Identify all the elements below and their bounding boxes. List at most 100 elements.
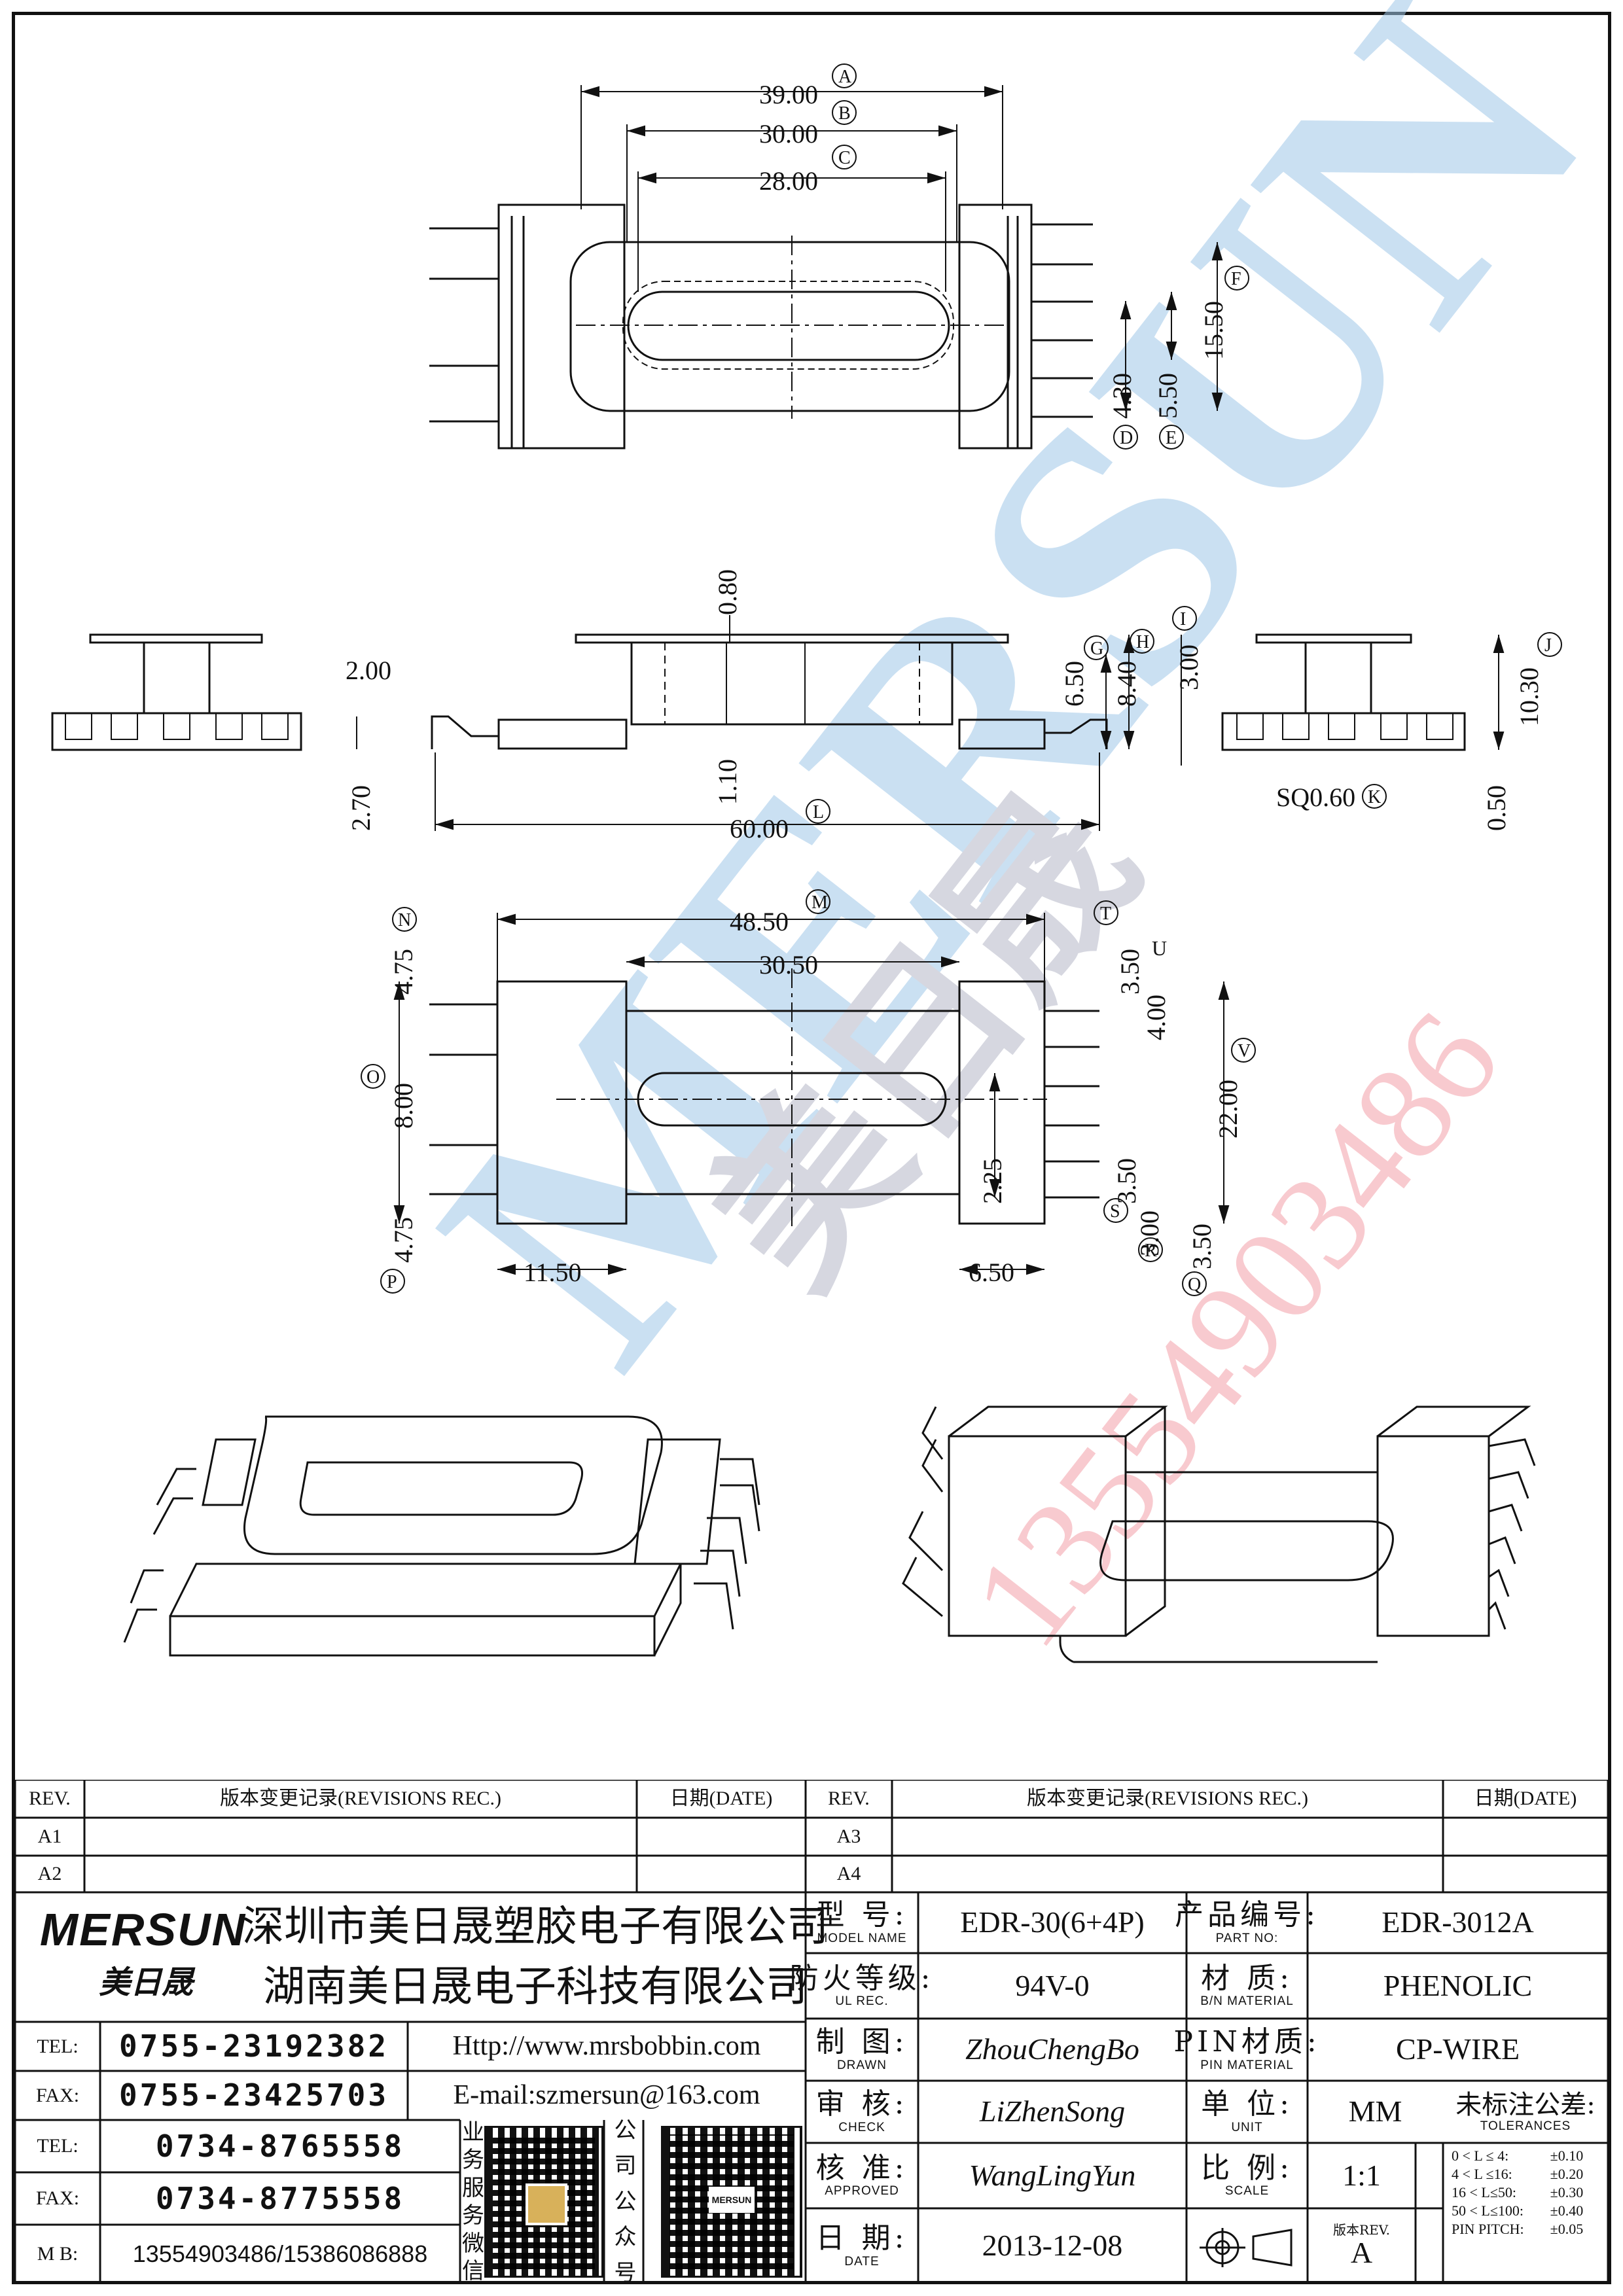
marker-R: R [1138,1237,1163,1262]
marker-J: J [1537,632,1562,657]
tol-value-4: ±0.40 [1550,2202,1584,2219]
unit-value: MM [1348,2094,1402,2128]
technical-drawing: MERSUN 美日晟 13554903486 [51,0,1623,1674]
dim-Q: 3.50 [1187,1224,1217,1269]
dim-F: 15.50 [1199,301,1228,360]
side-view [51,615,1505,831]
svg-text:J: J [1544,635,1552,656]
marker-U: U [1152,936,1167,960]
isometric-view-right [902,1405,1536,1663]
rev-record-header-left: 版本变更记录(REVISIONS REC.) [219,1788,501,1810]
projection-symbol-icon [1200,2225,1298,2270]
svg-text:O: O [366,1067,380,1087]
dim-N: 4.75 [389,949,418,995]
dim-C: 28.00 [759,166,818,196]
tol-value-3: ±0.30 [1550,2184,1584,2200]
svg-text:B: B [838,103,851,124]
contact-label-mobile: M B: [37,2243,79,2265]
tol-value-5: ±0.05 [1550,2221,1584,2237]
contact-label-fax-2: FAX: [35,2187,80,2210]
svg-text:P: P [387,1272,397,1292]
dim-K: SQ0.60 [1276,783,1355,812]
rev-record-header-right: 版本变更记录(REVISIONS REC.) [1026,1788,1308,1810]
company-website[interactable]: Http://www.mrsbobbin.com [452,2031,761,2062]
marker-E: E [1159,425,1184,450]
company-logo: MERSUN [39,1904,247,1956]
marker-L: L [806,799,830,824]
public-account-label: 公司公众号 [614,2117,637,2286]
rev-row-a2: A2 [37,1863,62,1885]
dim-B: 30.00 [759,119,818,149]
dim-6-50: 6.50 [969,1258,1014,1287]
marker-F: F [1224,266,1249,291]
business-wechat-label: 业务服务微信 [462,2119,484,2285]
marker-I: I [1172,606,1197,631]
svg-text:E: E [1166,428,1177,448]
rev-header-right: REV. [828,1788,870,1810]
rev-row-a4: A4 [836,1863,861,1885]
svg-text:C: C [838,148,851,168]
company-logo-cn: 美日晟 [98,1964,193,2001]
scale-label: 比 例:SCALE [1201,2151,1293,2199]
dim-H: 8.40 [1112,661,1141,707]
material-label: 材 质:B/N MATERIAL [1200,1961,1294,2009]
marker-M: M [806,889,830,914]
rev-row-a3: A3 [836,1826,861,1848]
reference-markers: A B C F D E G H I J K L M N O P T V S R … [361,63,1562,1296]
dim-R: 3.00 [1135,1210,1164,1256]
public-account-qr-icon[interactable]: MERSUN [661,2126,802,2278]
svg-text:I: I [1180,609,1186,629]
tol-value-1: ±0.10 [1550,2147,1584,2164]
dim-M: 48.50 [730,907,789,936]
marker-C: C [832,145,857,169]
svg-text:R: R [1145,1241,1157,1261]
dim-J: 10.30 [1514,667,1544,726]
date-label: 日 期:DATE [815,2221,908,2269]
date-value: 2013-12-08 [982,2229,1123,2263]
contact-fax-2: 0734-8775558 [155,2180,405,2216]
contact-fax-1: 0755-23425703 [118,2077,389,2113]
rev-date-header-right: 日期(DATE) [1474,1788,1577,1810]
svg-text:Q: Q [1188,1275,1201,1295]
tol-range-5: PIN PITCH: [1452,2221,1524,2237]
svg-text:G: G [1090,639,1103,659]
dim-V: 22.00 [1213,1080,1243,1139]
company-email[interactable]: E-mail:szmersun@163.com [453,2080,760,2111]
svg-text:V: V [1238,1041,1251,1061]
contact-label-fax-1: FAX: [35,2084,80,2106]
marker-A: A [832,63,857,88]
part-no-value: EDR-3012A [1382,1905,1534,1939]
revision-label: 版本REV. [1333,2221,1390,2238]
dim-U: 4.00 [1141,995,1171,1040]
dim-T: 3.50 [1115,949,1145,995]
ul-rec-value: 94V-0 [1015,1968,1090,2002]
svg-text:A: A [838,67,852,87]
dim-1-10: 1.10 [713,759,742,805]
tol-range-4: 50 < L≤100: [1452,2202,1524,2219]
svg-text:H: H [1136,632,1149,652]
watermark: MERSUN 美日晟 13554903486 [364,0,1623,1674]
public-qr-logo: MERSUN [709,2187,755,2213]
unit-label: 单 位:UNIT [1201,2087,1293,2134]
top-view [429,85,1223,450]
marker-D: D [1113,425,1138,450]
dim-S: 3.50 [1112,1158,1141,1204]
marker-Q: Q [1182,1271,1207,1296]
contact-tel-1: 0755-23192382 [118,2028,389,2064]
dim-I: 3.00 [1174,645,1204,690]
contact-tel-2: 0734-8765558 [155,2128,405,2164]
svg-text:D: D [1120,428,1133,448]
tol-value-2: ±0.20 [1550,2166,1584,2182]
marker-T: T [1094,900,1118,925]
business-wechat-qr-icon[interactable] [484,2126,603,2278]
dim-2-70: 2.70 [346,785,376,831]
svg-text:M: M [812,892,828,913]
drawn-label: 制 图:DRAWN [815,2025,908,2072]
dim-P: 4.75 [389,1217,418,1263]
marker-V: V [1231,1038,1256,1063]
svg-text:F: F [1231,269,1241,289]
svg-text:K: K [1368,787,1381,807]
bottom-view [393,913,1230,1275]
marker-N: N [392,907,417,932]
rev-header-left: REV. [29,1788,71,1810]
